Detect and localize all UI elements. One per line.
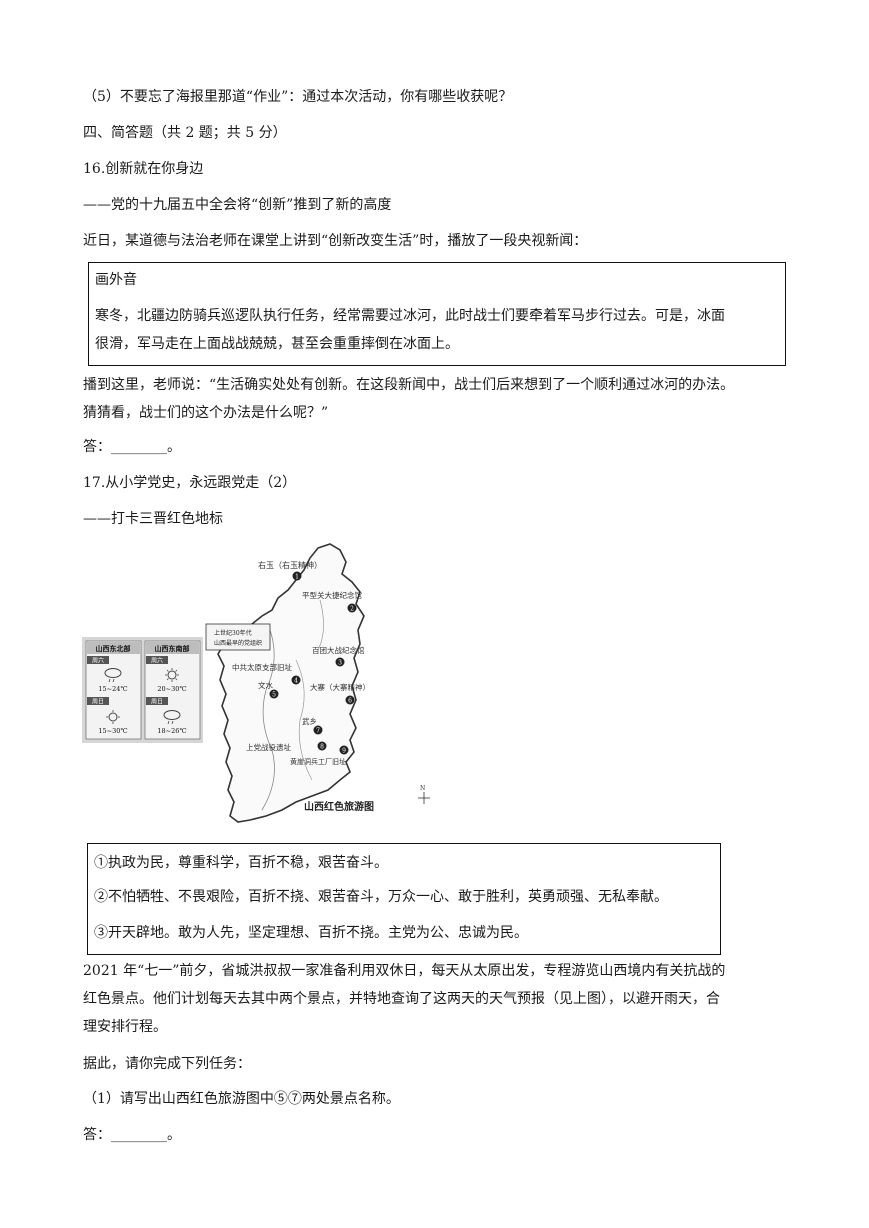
weather-forecast-table: 山西东北部 山西东南部 周六 周六 15~24℃ 20~30℃ 周日 周日 [82, 637, 203, 743]
option-2: ②不怕牺牲、不畏艰险，百折不挠、艰苦奋斗，万众一心、敢于胜利，英勇顽强、无私奉献… [94, 889, 668, 905]
map-svg: 1 右玉（右玉精神） 2 平型关大捷纪念馆 3 百团大战纪念馆 4 中共太原支部… [205, 543, 430, 823]
svg-text:黄崖洞兵工厂旧址: 黄崖洞兵工厂旧址 [290, 757, 346, 766]
question-16-subtitle: ——党的十九届五中全会将“创新”推到了新的高度 [83, 197, 392, 213]
section-heading: 四、简答题（共 2 题；共 5 分） [83, 125, 287, 141]
svg-text:4: 4 [294, 678, 298, 685]
weather-forecast-figure: 山西东北部 山西东南部 周六 周六 15~24℃ 20~30℃ 周日 周日 [82, 637, 203, 743]
svg-text:平型关大捷纪念馆: 平型关大捷纪念馆 [302, 590, 362, 600]
legend-note-line-2: 山西最早的党组织 [214, 639, 262, 647]
sun-icon [106, 710, 120, 724]
options-box: ①执政为民，尊重科学，百折不稳，艰苦奋斗。 ②不怕牺牲、不畏艰险，百折不挠、艰苦… [87, 843, 721, 955]
task-1: （1）请写出山西红色旅游图中⑤⑦两处景点名称。 [83, 1091, 400, 1107]
question-16-after-line-2: 猜猜看，战士们的这个办法是什么呢？” [83, 405, 329, 421]
news-label: 画外音 [95, 272, 137, 288]
question-17-subtitle: ——打卡三晋红色地标 [83, 511, 223, 527]
svg-text:1: 1 [295, 574, 299, 581]
weather-temp-ne-sat: 15~24℃ [98, 685, 127, 693]
site-marker: 3 百团大战纪念馆 [312, 645, 365, 667]
svg-text:百团大战纪念馆: 百团大战纪念馆 [312, 645, 365, 655]
rain-cloud-icon [104, 668, 122, 683]
weather-day-1-ne: 周六 [92, 657, 104, 665]
svg-text:中共太原支部旧址: 中共太原支部旧址 [232, 662, 292, 672]
site-marker: 5 文水 [258, 680, 279, 699]
news-box: 画外音 寒冬，北疆边防骑兵巡逻队执行任务，经常需要过冰河，此时战士们要牵着军马步… [88, 262, 786, 366]
weather-temp-se-sun: 18~26℃ [157, 727, 186, 735]
answer-line-1: 答：________。 [83, 439, 181, 455]
site-marker: 1 右玉（右玉精神） [258, 560, 322, 581]
weather-region-1: 山西东北部 [96, 644, 131, 653]
site-marker: 4 中共太原支部旧址 [232, 662, 301, 685]
task-intro: 据此，请你完成下列任务： [83, 1056, 251, 1072]
svg-text:8: 8 [320, 744, 324, 751]
site-marker: 9 黄崖洞兵工厂旧址 [290, 745, 349, 766]
svg-text:9: 9 [342, 748, 346, 755]
news-text-line-1: 寒冬，北疆边防骑兵巡逻队执行任务，经常需要过冰河，此时战士们要牵着军马步行过去。… [95, 308, 725, 324]
weather-region-2: 山西东南部 [155, 644, 190, 653]
weather-day-2-ne: 周日 [92, 699, 104, 706]
site-marker: 7 武乡 [302, 716, 323, 735]
question-15-part-5: （5）不要忘了海报里那道“作业”：通过本次活动，你有哪些收获呢？ [83, 89, 513, 105]
svg-text:右玉（右玉精神）: 右玉（右玉精神） [258, 560, 322, 570]
north-arrow-icon: N [418, 785, 430, 804]
question-17-title: 17.从小学党史，永远跟党走（2） [83, 475, 297, 491]
weather-day-1-se: 周六 [151, 657, 163, 665]
question-16-title: 16.创新就在你身边 [83, 161, 204, 177]
svg-text:6: 6 [348, 698, 352, 705]
weather-temp-se-sat: 20~30℃ [157, 685, 186, 693]
svg-text:文水: 文水 [258, 680, 273, 690]
svg-text:5: 5 [272, 692, 276, 699]
svg-text:大寨（大寨精神）: 大寨（大寨精神） [310, 682, 370, 692]
svg-text:3: 3 [338, 660, 342, 667]
svg-text:武乡: 武乡 [302, 716, 317, 726]
svg-text:N: N [420, 785, 425, 792]
paragraph-line-3: 理安排行程。 [83, 1019, 167, 1035]
paragraph-line-1: 2021 年“七一”前夕，省城洪叔叔一家准备利用双休日，每天从太原出发，专程游览… [83, 963, 726, 979]
svg-text:上党战役遗址: 上党战役遗址 [246, 742, 291, 752]
weather-day-2-se: 周日 [151, 699, 163, 706]
paragraph-line-2: 红色景点。他们计划每天去其中两个景点，并特地查询了这两天的天气预报（见上图），以… [83, 991, 720, 1007]
site-marker: 6 大寨（大寨精神） [310, 682, 370, 705]
site-marker: 8 上党战役遗址 [246, 741, 327, 752]
news-text-line-2: 很滑，军马走在上面战战兢兢，甚至会重重摔倒在冰面上。 [95, 336, 459, 352]
question-16-after-line-1: 播到这里，老师说：“生活确实处处有创新。在这段新闻中，战士们后来想到了一个顺利通… [83, 377, 735, 393]
svg-text:2: 2 [350, 606, 354, 613]
shanxi-red-tourism-map: 1 右玉（右玉精神） 2 平型关大捷纪念馆 3 百团大战纪念馆 4 中共太原支部… [200, 540, 430, 830]
legend-note-line-1: 上世纪30年代 [214, 629, 252, 637]
question-16-intro: 近日，某道德与法治老师在课堂上讲到“创新改变生活”时，播放了一段央视新闻： [83, 233, 588, 249]
option-1: ①执政为民，尊重科学，百折不稳，艰苦奋斗。 [94, 855, 388, 871]
svg-text:7: 7 [316, 728, 320, 735]
weather-temp-ne-sun: 15~30℃ [98, 727, 127, 735]
sun-icon [165, 668, 179, 682]
site-marker: 2 平型关大捷纪念馆 [302, 590, 362, 613]
option-3: ③开天辟地。敢为人先，坚定理想、百折不挠。主党为公、忠诚为民。 [94, 925, 528, 941]
map-title: 山西红色旅游图 [304, 800, 374, 813]
answer-line-2: 答：________。 [83, 1127, 181, 1143]
rain-cloud-icon [163, 710, 181, 725]
